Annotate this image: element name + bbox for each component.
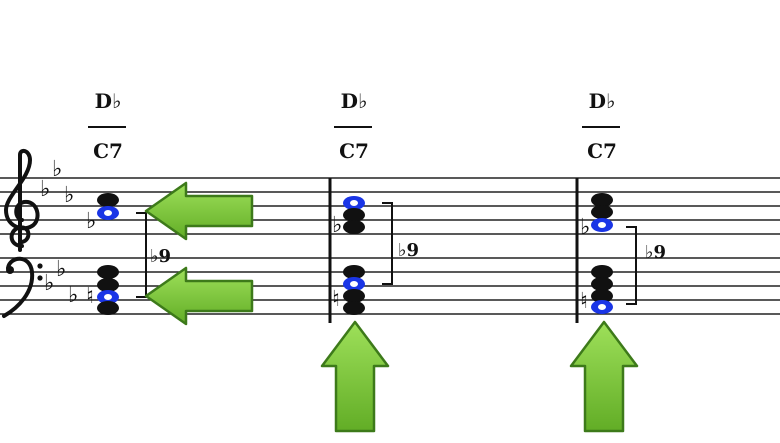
chord-lower: C7 xyxy=(339,139,369,163)
left-arrow-bass-icon xyxy=(144,266,254,326)
flat-glyph: ♭ xyxy=(68,282,78,308)
chord-2-notes: ♭ ♮ ♭9 xyxy=(332,196,419,315)
chord-lower: C7 xyxy=(587,139,617,163)
flat-glyph: ♭ xyxy=(52,156,62,182)
flat-glyph: ♭ xyxy=(56,256,66,282)
flat-glyph: ♭ xyxy=(64,182,74,208)
chord-upper: D♭ xyxy=(95,89,122,113)
bass-staff xyxy=(0,257,780,315)
up-arrow-chord-2-icon xyxy=(320,320,390,433)
up-arrow-chord-3-icon xyxy=(569,320,639,433)
flat-accidental: ♭ xyxy=(86,208,96,234)
left-arrow-treble-icon xyxy=(144,181,254,241)
flat-glyph: ♭ xyxy=(40,176,50,202)
natural-accidental: ♮ xyxy=(86,283,94,309)
chord-symbol-2: D♭ C7 xyxy=(334,89,372,163)
flat-glyph: ♭ xyxy=(44,270,54,296)
interval-label: ♭9 xyxy=(150,246,171,267)
chord-1-notes: ♭ ♮ ♭9 xyxy=(86,193,171,315)
bass-clef-icon xyxy=(2,256,43,318)
flat-accidental: ♭ xyxy=(580,214,590,240)
chord-symbol-1: D♭ C7 xyxy=(88,89,126,163)
key-signature-bass: ♭ ♭ ♭ xyxy=(44,256,78,308)
flat-accidental: ♭ xyxy=(332,212,342,238)
chord-upper: D♭ xyxy=(341,89,368,113)
chord-3-notes: ♭ ♮ ♭9 xyxy=(580,193,666,314)
interval-label: ♭9 xyxy=(398,240,419,261)
treble-staff xyxy=(0,177,780,235)
key-signature-treble: ♭ ♭ ♭ xyxy=(40,156,74,208)
treble-clef-icon xyxy=(3,148,40,252)
chord-upper: D♭ xyxy=(589,89,616,113)
chord-lower: C7 xyxy=(93,139,123,163)
interval-label: ♭9 xyxy=(645,242,666,263)
natural-accidental: ♮ xyxy=(580,288,588,314)
natural-accidental: ♮ xyxy=(332,286,340,312)
chord-symbol-3: D♭ C7 xyxy=(582,89,620,163)
